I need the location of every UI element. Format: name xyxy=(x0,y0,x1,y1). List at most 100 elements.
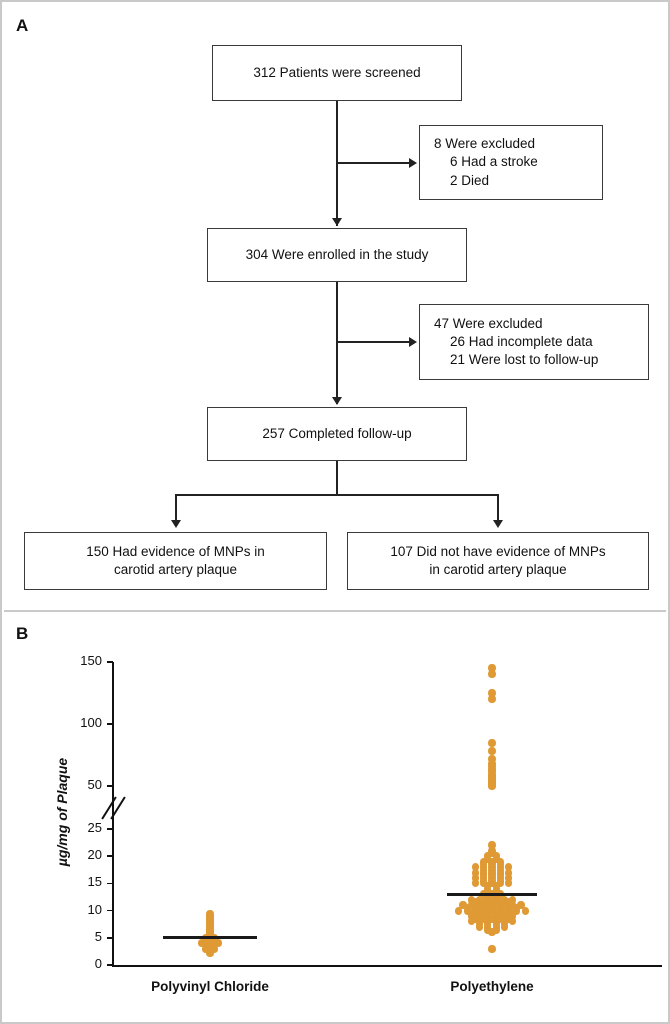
y-tick-label-100: 100 xyxy=(80,715,102,730)
flow-box-mnp-evidence-no: 107 Did not have evidence of MNPs in car… xyxy=(347,532,649,590)
flow-box-mnp-evidence-yes: 150 Had evidence of MNPs in carotid arte… xyxy=(24,532,327,590)
scatter-point xyxy=(505,907,513,915)
y-tick-20 xyxy=(107,855,113,857)
scatter-point xyxy=(488,739,496,747)
y-tick-15 xyxy=(107,882,113,885)
y-axis-label: µg/mg of Plaque xyxy=(54,757,70,866)
flow-box-excluded-1: 8 Were excluded 6 Had a stroke 2 Died xyxy=(419,125,603,200)
panel-b-letter: B xyxy=(16,624,29,643)
scatter-point xyxy=(467,896,475,904)
flow-box-mnp-evidence-yes-line-1: carotid artery plaque xyxy=(113,562,238,577)
y-tick-0 xyxy=(107,964,113,966)
scatter-point xyxy=(505,898,513,906)
flow-box-excluded-2-line-1: 26 Had incomplete data xyxy=(450,333,593,349)
scatter-point xyxy=(492,888,500,896)
scatter-point xyxy=(505,874,513,882)
scatter-point xyxy=(471,898,479,906)
scatter-point xyxy=(467,912,475,920)
scatter-point xyxy=(488,841,496,849)
scatter-point xyxy=(484,901,492,909)
arrowhead-excluded2 xyxy=(409,337,417,347)
connector-split-horizontal xyxy=(175,494,498,496)
panel-a-letter: A xyxy=(16,16,29,35)
flow-box-mnp-evidence-no-line-0: 107 Did not have evidence of MNPs xyxy=(390,543,606,559)
scatter-point xyxy=(500,912,509,920)
scatter-point xyxy=(484,896,492,904)
scatter-point xyxy=(475,896,484,904)
y-tick-label-20: 20 xyxy=(87,847,102,863)
median-line-polyvinyl-chloride xyxy=(163,936,257,940)
scatter-point xyxy=(488,670,496,678)
scatter-point xyxy=(471,879,479,887)
scatter-point xyxy=(210,941,218,949)
y-tick-label-0: 0 xyxy=(94,956,102,971)
y-tick-5 xyxy=(107,937,113,939)
arrowhead-mnp-yes xyxy=(171,520,181,528)
scatter-point xyxy=(475,901,484,909)
scatter-point xyxy=(484,912,492,920)
scatter-point xyxy=(492,926,500,934)
scatter-point xyxy=(496,879,504,887)
connector-to-excluded2 xyxy=(336,341,411,343)
y-tick-label-50: 50 xyxy=(87,777,102,792)
scatter-point xyxy=(492,901,500,909)
scatter-point xyxy=(459,901,467,909)
scatter-point xyxy=(517,901,525,909)
flow-box-excluded-1-line-0: 8 Were excluded xyxy=(434,136,536,152)
scatter-point xyxy=(488,695,496,703)
flow-box-excluded-1-line-1: 6 Had a stroke xyxy=(450,154,538,170)
scatter-point xyxy=(500,923,509,931)
scatter-point xyxy=(492,855,500,863)
scatter-point xyxy=(488,782,496,790)
scatter-point xyxy=(509,912,517,920)
scatter-point xyxy=(488,755,496,763)
y-tick-label-150: 150 xyxy=(80,653,102,668)
scatter-point xyxy=(471,915,479,923)
scatter-point xyxy=(496,898,504,906)
y-tick-label-25: 25 xyxy=(87,820,102,835)
scatter-point xyxy=(496,915,504,923)
scatter-point xyxy=(509,917,517,925)
scatter-point xyxy=(513,907,521,915)
scatter-point xyxy=(475,923,484,931)
scatter-point xyxy=(467,901,475,909)
y-tick-label-5: 5 xyxy=(94,928,102,944)
scatter-point xyxy=(488,928,496,936)
scatter-point xyxy=(484,926,492,934)
median-line-polyethylene xyxy=(447,892,537,896)
x-axis-label-polyvinyl-chloride: Polyvinyl Chloride xyxy=(151,979,269,994)
scatter-point xyxy=(488,907,496,915)
scatter-point xyxy=(505,869,513,877)
x-axis-label-polyethylene: Polyethylene xyxy=(450,979,534,994)
scatter-point xyxy=(206,949,214,957)
scatter-point xyxy=(480,907,488,915)
connector-split-left xyxy=(175,494,177,524)
flow-box-screened-line-0: 312 Patients were screened xyxy=(253,64,421,80)
scatter-point xyxy=(202,945,210,953)
flow-box-mnp-evidence-yes-line-0: 150 Had evidence of MNPs in xyxy=(86,543,265,559)
arrowhead-completed xyxy=(332,397,342,405)
flow-box-excluded-2-line-2: 21 Were lost to follow-up xyxy=(450,352,599,368)
scatter-point xyxy=(509,896,517,904)
y-tick-100 xyxy=(107,723,113,725)
scatter-point xyxy=(480,915,488,923)
scatter-point xyxy=(467,917,475,925)
scatter-point xyxy=(500,901,509,909)
scatter-point xyxy=(471,907,479,915)
scatter-point xyxy=(500,896,509,904)
scatter-point xyxy=(198,939,206,947)
scatter-point xyxy=(210,945,218,953)
scatter-point xyxy=(488,664,496,672)
scatter-point xyxy=(488,849,496,857)
flow-box-completed: 257 Completed follow-up xyxy=(207,407,467,461)
scatter-point xyxy=(521,907,529,915)
scatter-point xyxy=(484,855,492,863)
scatter-point xyxy=(496,907,504,915)
scatter-point xyxy=(471,869,479,877)
y-tick-label-15: 15 xyxy=(87,874,102,890)
y-tick-25 xyxy=(107,828,113,830)
flow-box-mnp-evidence-no-line-1: in carotid artery plaque xyxy=(429,562,567,577)
scatter-point xyxy=(492,912,500,920)
flow-box-excluded-2: 47 Were excluded 26 Had incomplete data … xyxy=(419,304,649,380)
